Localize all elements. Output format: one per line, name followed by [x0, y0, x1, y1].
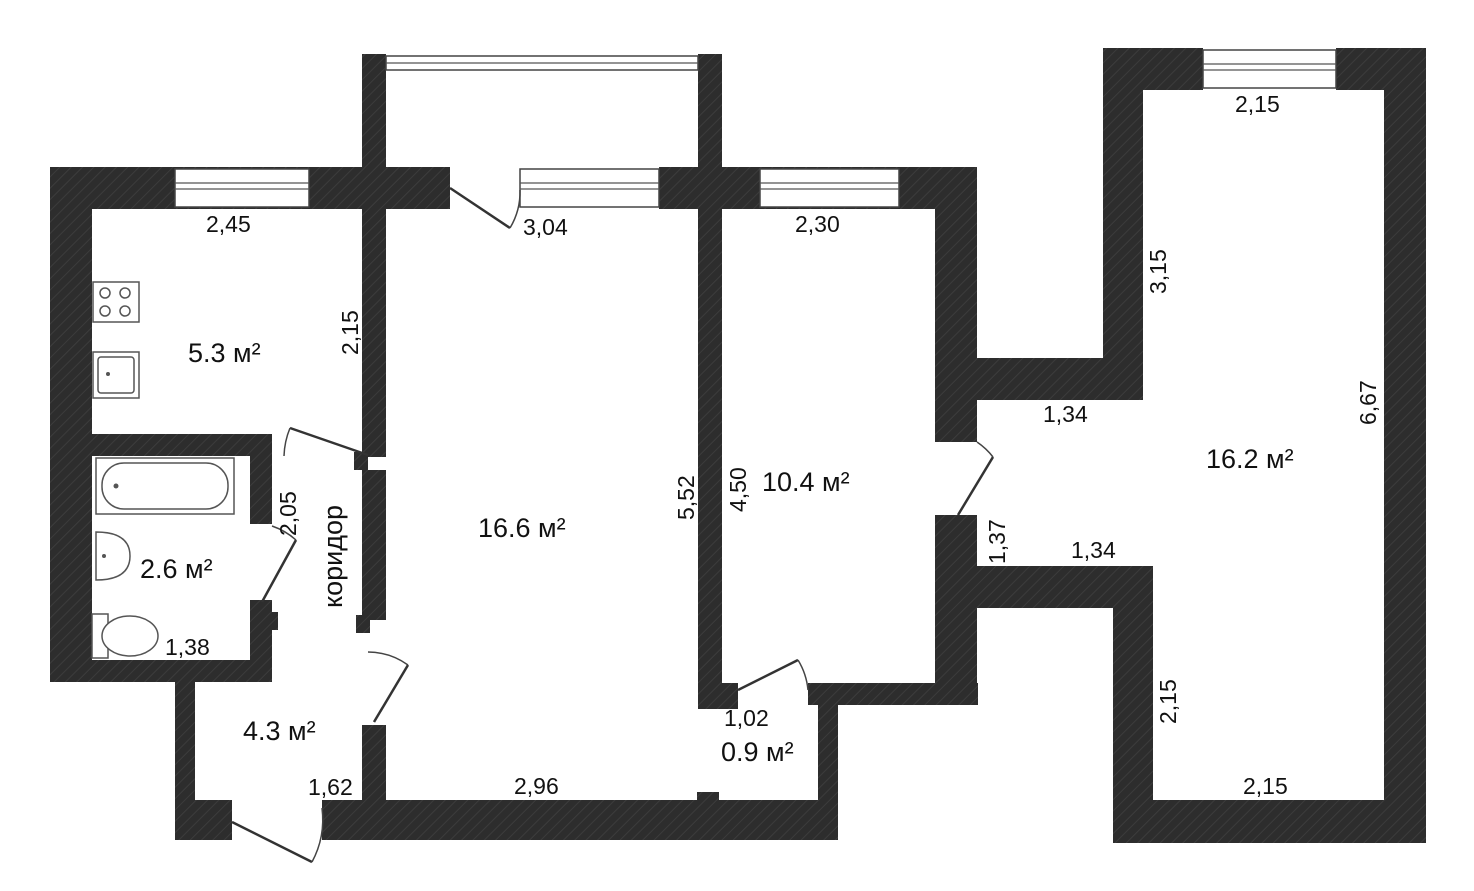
sink-icon [92, 351, 140, 399]
room-area-bathroom: 2.6 м² [140, 554, 213, 584]
room-area-big-room: 16.2 м² [1206, 444, 1294, 474]
dim-niche-bottom: 1,34 [1071, 537, 1116, 563]
room-area-kitchen: 5.3 м² [188, 338, 261, 368]
window-right-room [1202, 49, 1337, 89]
toilet-icon [91, 613, 159, 659]
windows [174, 49, 1337, 208]
dim-living-bottom: 2,96 [514, 773, 559, 799]
dim-opening: 1,37 [984, 519, 1010, 564]
dim-right-lower-depth: 2,15 [1155, 679, 1181, 724]
room-area-living: 16.6 м² [478, 513, 566, 543]
dim-right-bottom: 2,15 [1243, 773, 1288, 799]
dim-kitchen-depth: 2,15 [337, 310, 363, 355]
doors [231, 186, 995, 864]
window-bedroom [759, 168, 900, 208]
room-area-closet: 0.9 м² [721, 737, 794, 767]
dim-bath-depth: 2,05 [275, 491, 301, 536]
door-entrance [231, 820, 313, 864]
dim-niche-top: 1,34 [1043, 401, 1088, 427]
window-kitchen [174, 168, 310, 208]
dim-bath-width: 1,38 [165, 634, 210, 660]
corridor-label: коридор [318, 505, 348, 608]
window-balcony [385, 55, 699, 71]
washbasin-icon [95, 531, 131, 581]
room-labels: 5.3 м² 2.6 м² 4.3 м² 16.6 м² 10.4 м² 0.9… [140, 338, 1294, 767]
dim-kitchen-width: 2,45 [206, 211, 251, 237]
stove-icon [92, 281, 140, 323]
room-area-hall: 4.3 м² [243, 716, 316, 746]
dimension-labels: 2,45 3,04 2,30 2,15 1,34 1,34 2,15 1,02 … [165, 91, 1381, 800]
door-balcony [449, 186, 511, 230]
dim-closet-width: 1,02 [724, 705, 769, 731]
door-closet [737, 658, 799, 692]
room-area-bedroom: 10.4 м² [762, 467, 850, 497]
dim-hall-width: 1,62 [308, 774, 353, 800]
window-living [519, 168, 660, 208]
dim-right-upper-depth: 3,15 [1145, 249, 1171, 294]
door-bedroom [956, 456, 995, 516]
dim-living-width: 3,04 [523, 214, 568, 240]
bathtub-icon [95, 457, 235, 515]
dim-bedroom-depth: 4,50 [725, 467, 751, 512]
dim-right-window: 2,15 [1235, 91, 1280, 117]
dim-right-depth: 6,67 [1355, 380, 1381, 425]
door-bathroom [260, 539, 298, 603]
door-living [372, 664, 410, 723]
dim-bedroom-width: 2,30 [795, 211, 840, 237]
walls [50, 48, 1426, 843]
dim-living-depth: 5,52 [673, 475, 699, 520]
door-kitchen [289, 426, 369, 457]
